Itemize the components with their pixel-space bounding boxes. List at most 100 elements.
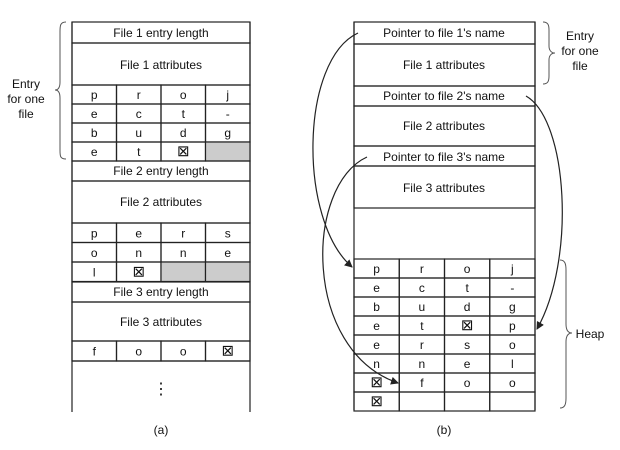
heap-char-label: d — [464, 300, 471, 314]
b-file2-attributes-label: File 2 attributes — [403, 119, 485, 133]
heap-char-label: u — [419, 300, 426, 314]
heap-char-label: p — [373, 262, 380, 276]
heap-cell — [489, 391, 536, 412]
file3-name-grid: f o o ⊠ — [71, 340, 251, 362]
file3-entry-length-label: File 3 entry length — [113, 285, 208, 299]
heap-char-label: r — [420, 338, 424, 352]
panel-b: Pointer to file 1's name File 1 attribut… — [312, 21, 605, 437]
char-label: r — [181, 226, 185, 240]
heap-char-label: e — [373, 319, 380, 333]
heap-char-label: o — [464, 262, 471, 276]
heap-char-label: o — [509, 376, 516, 390]
caption-b: (b) — [437, 423, 452, 437]
heap-brace — [559, 259, 573, 409]
char-label: g — [224, 126, 231, 140]
file1-pointer-label: Pointer to file 1's name — [383, 26, 505, 40]
caption-a: (a) — [154, 423, 169, 437]
terminator-symbol: ⊠ — [370, 374, 383, 391]
char-label: - — [226, 107, 230, 121]
heap-char-label: r — [420, 262, 424, 276]
file2-attributes-label: File 2 attributes — [120, 195, 202, 209]
heap-cell — [443, 391, 491, 412]
heap-char-label: c — [419, 281, 425, 295]
char-label: d — [180, 126, 187, 140]
padding-cell — [160, 261, 207, 283]
char-label: o — [91, 246, 98, 260]
b-entry-label-line2: for one — [561, 44, 599, 58]
char-label: o — [135, 345, 142, 359]
char-label: p — [91, 226, 98, 240]
char-label: s — [225, 226, 231, 240]
heap-char-label: s — [464, 338, 470, 352]
file2-pointer-label: Pointer to file 2's name — [383, 89, 505, 103]
file2-entry-length-label: File 2 entry length — [113, 164, 208, 178]
pointer2-arrow — [525, 95, 563, 330]
char-label: u — [135, 126, 142, 140]
heap-char-label: n — [373, 357, 380, 371]
file3-attributes-label: File 3 attributes — [120, 315, 202, 329]
char-label: e — [91, 107, 98, 121]
char-label: t — [182, 107, 186, 121]
heap-char-label: o — [464, 376, 471, 390]
char-label: c — [136, 107, 142, 121]
b-file3-attributes-label: File 3 attributes — [403, 181, 485, 195]
padding-cell — [204, 261, 251, 283]
terminator-symbol: ⊠ — [461, 317, 474, 334]
char-label: o — [180, 345, 187, 359]
heap-char-label: - — [510, 281, 514, 295]
entry-label-line2: for one — [7, 92, 45, 106]
char-label: e — [91, 145, 98, 159]
terminator-symbol: ⊠ — [132, 263, 145, 280]
pointer3-arrow — [322, 156, 399, 385]
file1-attributes-label: File 1 attributes — [120, 58, 202, 72]
heap-char-label: n — [419, 357, 426, 371]
pointer1-arrow — [312, 32, 359, 268]
char-label: r — [137, 88, 141, 102]
heap-label: Heap — [576, 327, 605, 341]
heap-char-label: e — [373, 281, 380, 295]
panel-a: File 1 entry length File 1 attributes p r… — [7, 21, 251, 437]
heap-cell — [398, 391, 446, 412]
padding-cell — [204, 141, 251, 162]
heap-char-label: e — [373, 338, 380, 352]
terminator-symbol: ⊠ — [370, 393, 383, 410]
heap-char-label: g — [509, 300, 516, 314]
char-label: b — [91, 126, 98, 140]
file1-entry-length-label: File 1 entry length — [113, 26, 208, 40]
char-label: n — [135, 246, 142, 260]
b-entry-brace — [542, 21, 556, 85]
terminator-symbol: ⊠ — [177, 143, 190, 160]
entry-label-line3: file — [18, 107, 34, 121]
heap-char-label: p — [509, 319, 516, 333]
heap-char-label: e — [464, 357, 471, 371]
heap-char-label: b — [373, 300, 380, 314]
heap-char-label: j — [510, 262, 514, 276]
file3-pointer-label: Pointer to file 3's name — [383, 150, 505, 164]
heap-char-label: o — [509, 338, 516, 352]
b-file1-attributes-label: File 1 attributes — [403, 58, 485, 72]
char-label: t — [137, 145, 141, 159]
heap-char-label: t — [465, 281, 469, 295]
b-file3-attributes-cell — [353, 165, 536, 209]
char-label: o — [180, 88, 187, 102]
char-label: n — [180, 246, 187, 260]
heap-char-label: f — [420, 376, 424, 390]
char-label: e — [224, 246, 231, 260]
char-label: j — [225, 88, 229, 102]
heap-char-label: l — [511, 357, 514, 371]
entry-label-line1: Entry — [12, 77, 40, 91]
char-label: l — [93, 265, 96, 279]
more-entries-ellipsis: ⋮ — [153, 381, 169, 398]
char-label: e — [135, 226, 142, 240]
b-entry-label-line3: file — [572, 59, 588, 73]
char-label: f — [93, 345, 97, 359]
terminator-symbol: ⊠ — [221, 343, 234, 360]
b-entry-label-line1: Entry — [566, 29, 594, 43]
entry-brace — [54, 21, 67, 160]
char-label: p — [91, 88, 98, 102]
file1-name-grid: p r o j e c t - b u d g e t ⊠ — [71, 84, 251, 162]
heap-char-label: t — [420, 319, 424, 333]
